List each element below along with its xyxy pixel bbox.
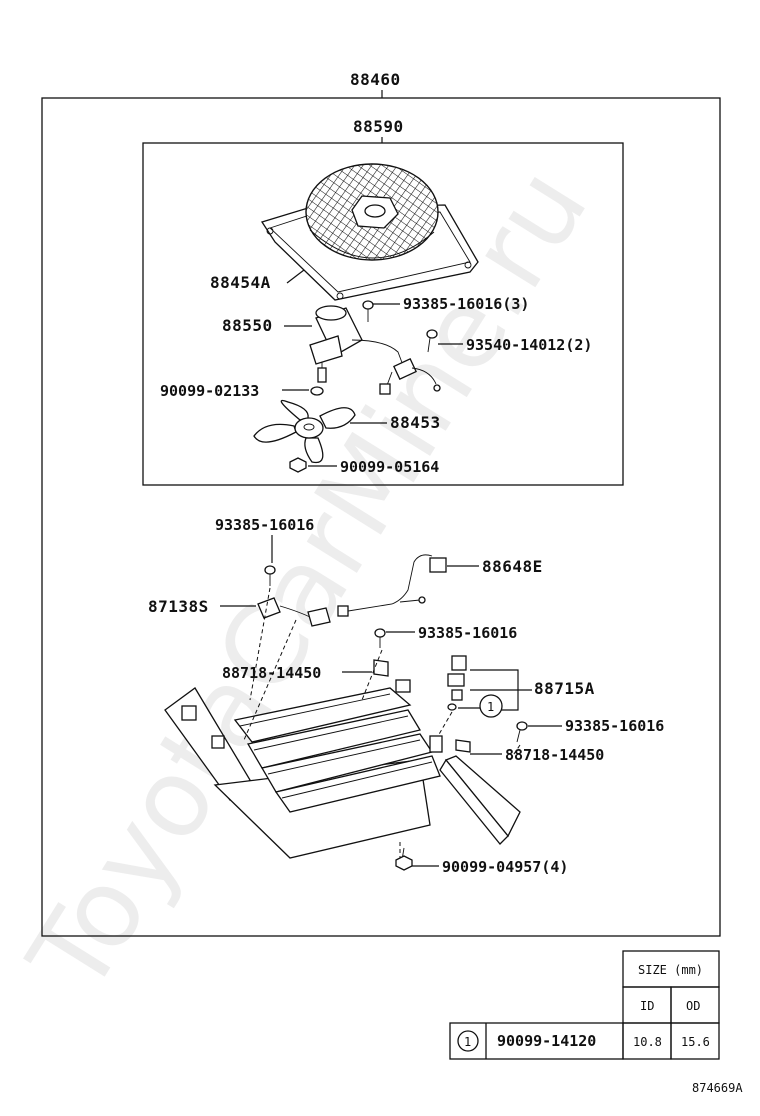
bolt-c-part	[516, 721, 528, 743]
size-table-part-number: 90099-14120	[497, 1032, 596, 1050]
size-table-id-header: ID	[640, 999, 654, 1013]
assembly-dashed-lines	[243, 587, 521, 860]
bolt-a-part	[264, 565, 276, 586]
switch-leader	[470, 669, 532, 711]
screw-part	[426, 329, 438, 353]
wire-harness-part	[257, 597, 331, 627]
washer-part-number: 90099-02133	[160, 382, 259, 400]
size-table-od-value: 15.6	[681, 1035, 710, 1049]
nut-part	[289, 457, 307, 473]
figure-code: 874669A	[692, 1081, 743, 1095]
bolt-b-part	[374, 628, 386, 648]
bracket-part	[439, 755, 521, 845]
switch-part-number: 88715A	[534, 679, 595, 698]
screw-part-number: 93540-14012(2)	[466, 336, 592, 354]
wire-right-part	[337, 554, 447, 617]
washer-part	[310, 386, 324, 396]
fan-blade-part	[253, 399, 356, 464]
fan-shroud-part	[260, 163, 479, 301]
size-table-od-header: OD	[686, 999, 700, 1013]
watermark: ToyotaCarMine.ru	[6, 147, 613, 1014]
assembly-frame	[41, 97, 721, 937]
condenser-core-part	[164, 679, 443, 859]
bolt-bottom-part-number: 90099-04957(4)	[442, 858, 568, 876]
size-table	[449, 950, 720, 1060]
fan-assembly-number-label: 88590	[353, 117, 404, 136]
shroud-leader	[286, 269, 305, 284]
size-table-id-value: 10.8	[633, 1035, 662, 1049]
fan-assembly-frame	[142, 142, 624, 486]
fan-part-number: 88453	[390, 413, 441, 432]
clamp-a-part-number: 88718-14450	[222, 664, 321, 682]
wire-harness-part-number: 87138S	[148, 597, 209, 616]
bolt-c-part-number: 93385-16016	[565, 717, 664, 735]
callout-number: 1	[487, 700, 494, 714]
nut-part-number: 90099-05164	[340, 458, 439, 476]
fan-motor-part	[309, 305, 441, 395]
bolt-top-part-number: 93385-16016(3)	[403, 295, 529, 313]
shroud-part-number: 88454A	[210, 273, 271, 292]
bolt-b-part-number: 93385-16016	[418, 624, 517, 642]
wire-right-part-number: 88648E	[482, 557, 543, 576]
assembly-number-label: 88460	[350, 70, 401, 89]
bolt-a-part-number: 93385-16016	[215, 516, 314, 534]
bolt-top-part	[362, 300, 374, 322]
motor-part-number: 88550	[222, 316, 273, 335]
clamp-b-part	[455, 739, 471, 753]
callout-circle	[479, 694, 503, 718]
clamp-a-part	[373, 659, 389, 677]
clamp-b-part-number: 88718-14450	[505, 746, 604, 764]
bolt-bottom-part	[395, 847, 413, 871]
size-table-header: SIZE (mm)	[638, 963, 703, 977]
size-table-ref-number: 1	[464, 1035, 471, 1049]
switch-part	[447, 655, 467, 711]
